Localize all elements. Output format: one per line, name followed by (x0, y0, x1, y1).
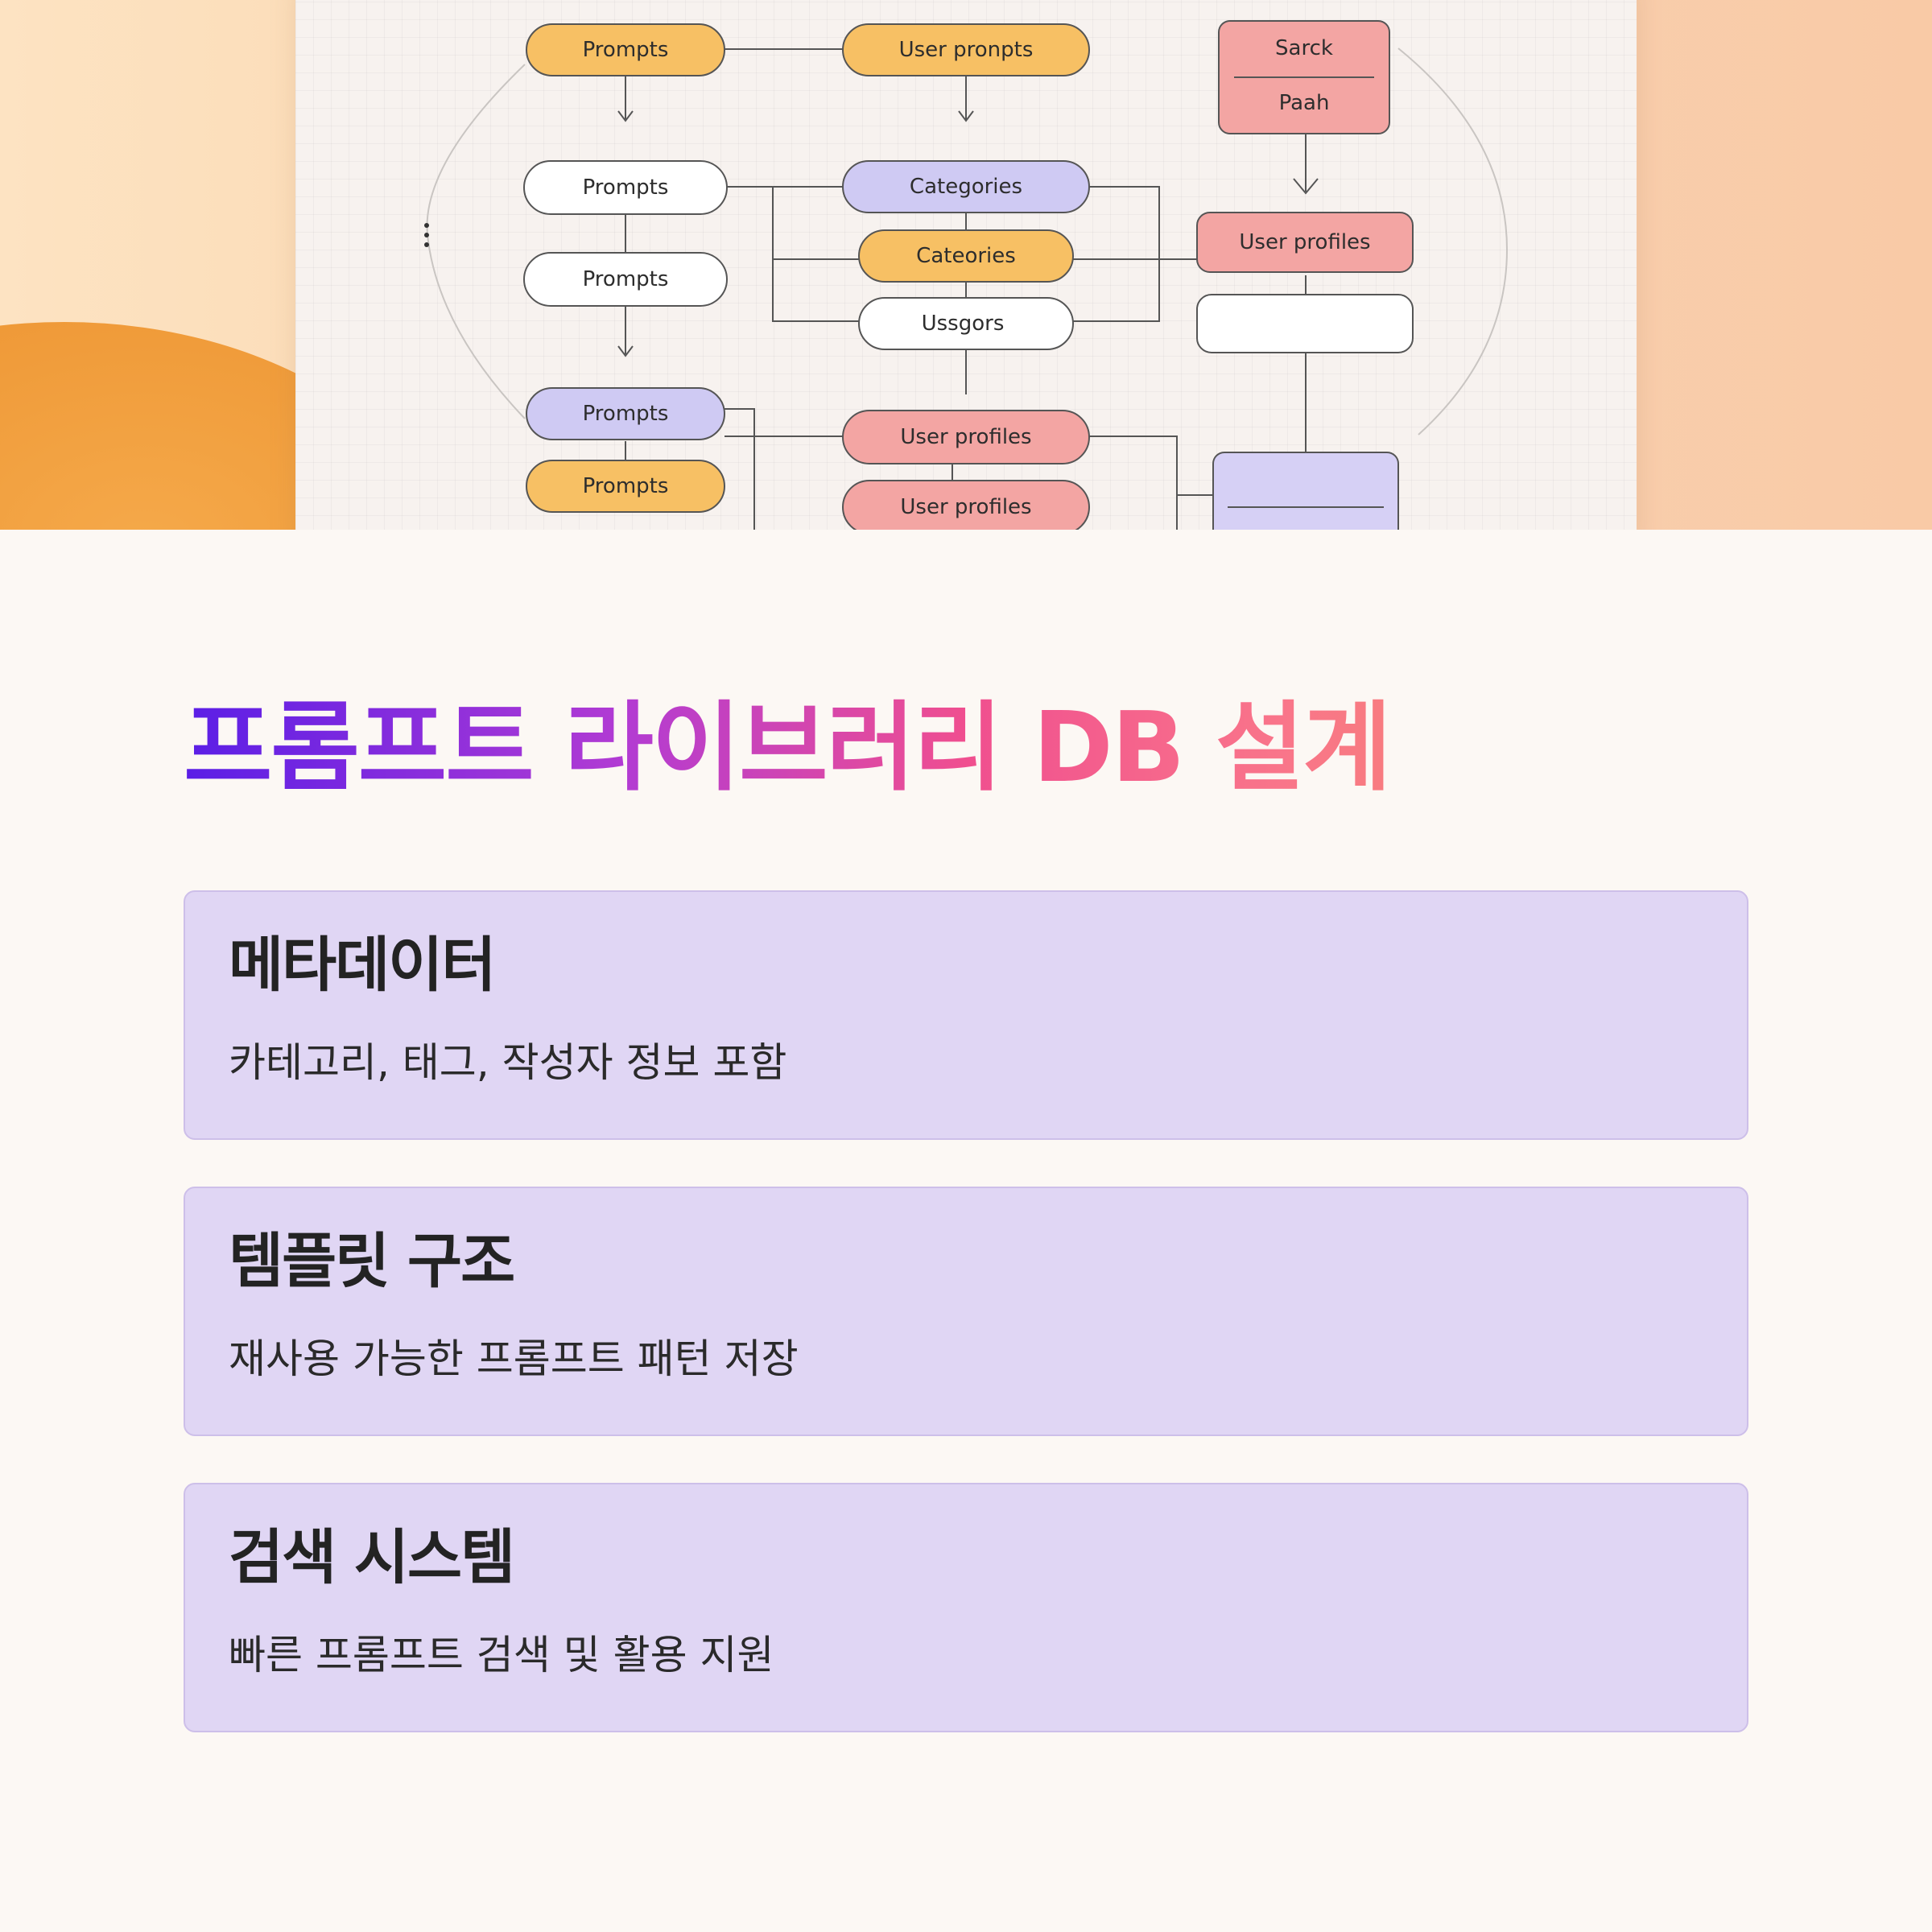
node-sarck-paah: Sarck Paah (1218, 20, 1390, 134)
node-label: Prompts (583, 175, 669, 200)
node-ussgors: Ussgors (858, 297, 1074, 350)
node-label: Categories (910, 175, 1022, 199)
card-metadata: 메타데이터 카테고리, 태그, 작성자 정보 포함 (184, 890, 1748, 1140)
node-label: Prompts (583, 38, 669, 62)
card-description: 빠른 프롬프트 검색 및 활용 지원 (229, 1632, 774, 1678)
node-prompts-2: Prompts (523, 160, 728, 215)
node-label: Sarck (1275, 36, 1333, 60)
node-label: Prompts (583, 474, 669, 498)
node-label: User profiles (900, 425, 1031, 449)
node-purple-box (1212, 452, 1399, 530)
node-label: Paah (1279, 91, 1330, 115)
main-content: 프롬프트 라이브러리 DB 설계 메타데이터 카테고리, 태그, 작성자 정보 … (184, 692, 1750, 1732)
node-user-profiles-1: User profiles (842, 410, 1090, 464)
node-label: Ussgors (922, 312, 1005, 336)
node-label: Prompts (583, 402, 669, 426)
hero-banner: Prompts User pronpts Sarck Paah Prompts (0, 0, 1932, 530)
page-title: 프롬프트 라이브러리 DB 설계 (184, 692, 1750, 805)
card-title: 검색 시스템 (229, 1523, 515, 1592)
card-title: 메타데이터 (229, 931, 496, 1000)
node-label: Cateories (916, 244, 1016, 268)
card-search-system: 검색 시스템 빠른 프롬프트 검색 및 활용 지원 (184, 1483, 1748, 1732)
node-label: User profiles (900, 495, 1031, 519)
node-cateories: Cateories (858, 229, 1074, 283)
node-prompts-3: Prompts (523, 252, 728, 307)
node-blank-white (1196, 294, 1414, 353)
node-label: User profiles (1239, 230, 1370, 254)
ellipsis-icon (424, 223, 429, 247)
node-prompts-1: Prompts (526, 23, 725, 76)
node-prompts-5: Prompts (526, 460, 725, 513)
card-template-structure: 템플릿 구조 재사용 가능한 프롬프트 패턴 저장 (184, 1187, 1748, 1436)
node-user-profiles-right: User profiles (1196, 212, 1414, 273)
card-description: 재사용 가능한 프롬프트 패턴 저장 (229, 1335, 799, 1382)
node-categories: Categories (842, 160, 1090, 213)
diagram-nodes: Prompts User pronpts Sarck Paah Prompts (523, 20, 1414, 530)
card-description: 카테고리, 태그, 작성자 정보 포함 (229, 1039, 787, 1086)
node-label: User pronpts (899, 38, 1034, 62)
node-label: Prompts (583, 267, 669, 291)
node-prompts-4: Prompts (526, 387, 725, 440)
diagram-frame-right-arc (1397, 47, 1509, 436)
schema-diagram: Prompts User pronpts Sarck Paah Prompts (424, 20, 1509, 530)
diagram-frame-left-arc (426, 64, 526, 419)
schema-diagram-image: Prompts User pronpts Sarck Paah Prompts (295, 0, 1637, 530)
node-user-prompts: User pronpts (842, 23, 1090, 76)
card-title: 템플릿 구조 (229, 1227, 515, 1296)
node-user-profiles-2: User profiles (842, 480, 1090, 530)
